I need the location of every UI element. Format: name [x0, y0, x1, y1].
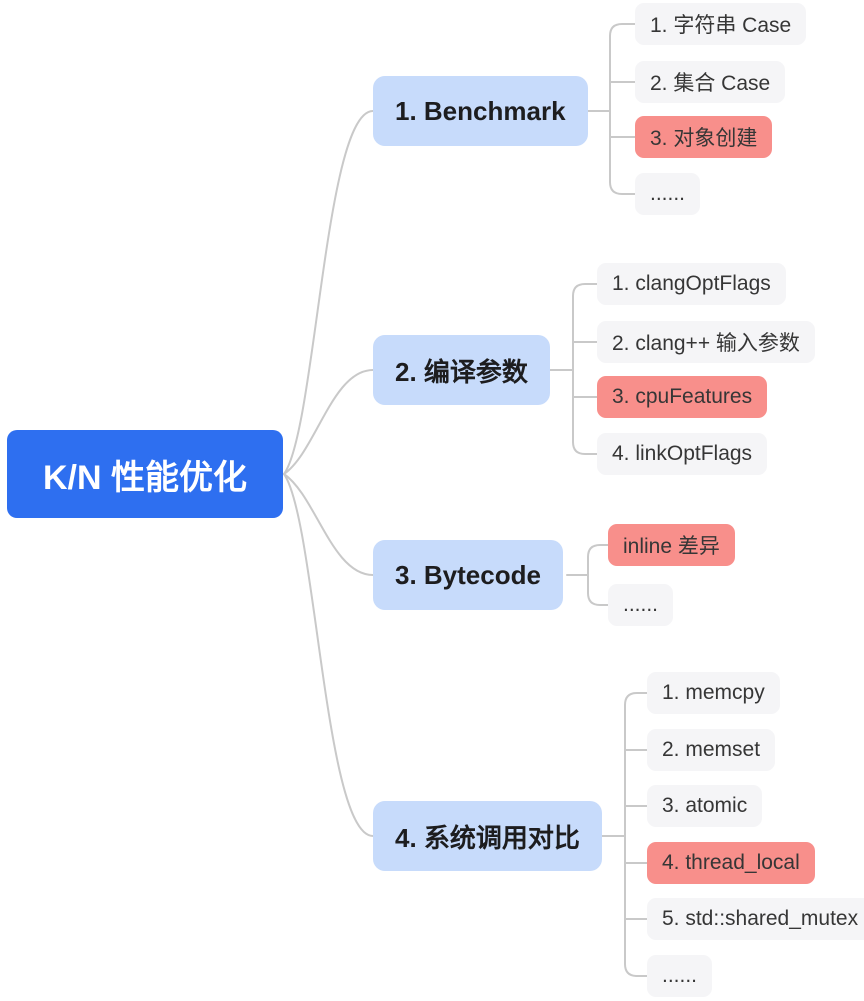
- connector-benchmark-trunk: [609, 23, 636, 195]
- branch-node-syscall-compare[interactable]: 4. 系统调用对比: [373, 801, 602, 871]
- leaf-clangoptflags[interactable]: 1. clangOptFlags: [597, 263, 786, 305]
- root-node[interactable]: K/N 性能优化: [7, 430, 283, 518]
- branch-node-compile-params[interactable]: 2. 编译参数: [373, 335, 550, 405]
- branch-node-benchmark[interactable]: 1. Benchmark: [373, 76, 588, 146]
- leaf-bytecode-ellipsis[interactable]: ......: [608, 584, 674, 626]
- leaf-benchmark-ellipsis[interactable]: ......: [635, 173, 701, 215]
- leaf-thread-local[interactable]: 4. thread_local: [647, 842, 815, 884]
- leaf-memcpy[interactable]: 1. memcpy: [647, 672, 780, 714]
- connector-root-benchmark: [283, 110, 374, 475]
- leaf-syscall-ellipsis[interactable]: ......: [647, 955, 713, 997]
- leaf-memset[interactable]: 2. memset: [647, 729, 776, 771]
- branch-node-bytecode[interactable]: 3. Bytecode: [373, 540, 563, 610]
- leaf-object-creation[interactable]: 3. 对象创建: [635, 116, 773, 158]
- leaf-inline-diff[interactable]: inline 差异: [608, 524, 735, 566]
- connector-syscall-trunk: [624, 692, 648, 977]
- connector-root-compile-params: [283, 369, 374, 475]
- leaf-collection-case[interactable]: 2. 集合 Case: [635, 61, 786, 103]
- connector-bytecode-trunk: [587, 544, 609, 606]
- connector-root-bytecode: [283, 473, 374, 576]
- leaf-cpufeatures[interactable]: 3. cpuFeatures: [597, 376, 768, 418]
- connector-compile-params-trunk: [572, 283, 598, 455]
- leaf-linkoptflags[interactable]: 4. linkOptFlags: [597, 433, 768, 475]
- leaf-clangxx-input-args[interactable]: 2. clang++ 输入参数: [597, 321, 815, 363]
- leaf-shared-mutex[interactable]: 5. std::shared_mutex: [647, 898, 864, 940]
- leaf-string-case[interactable]: 1. 字符串 Case: [635, 3, 807, 45]
- leaf-atomic[interactable]: 3. atomic: [647, 785, 763, 827]
- connector-root-syscall-compare: [283, 473, 374, 837]
